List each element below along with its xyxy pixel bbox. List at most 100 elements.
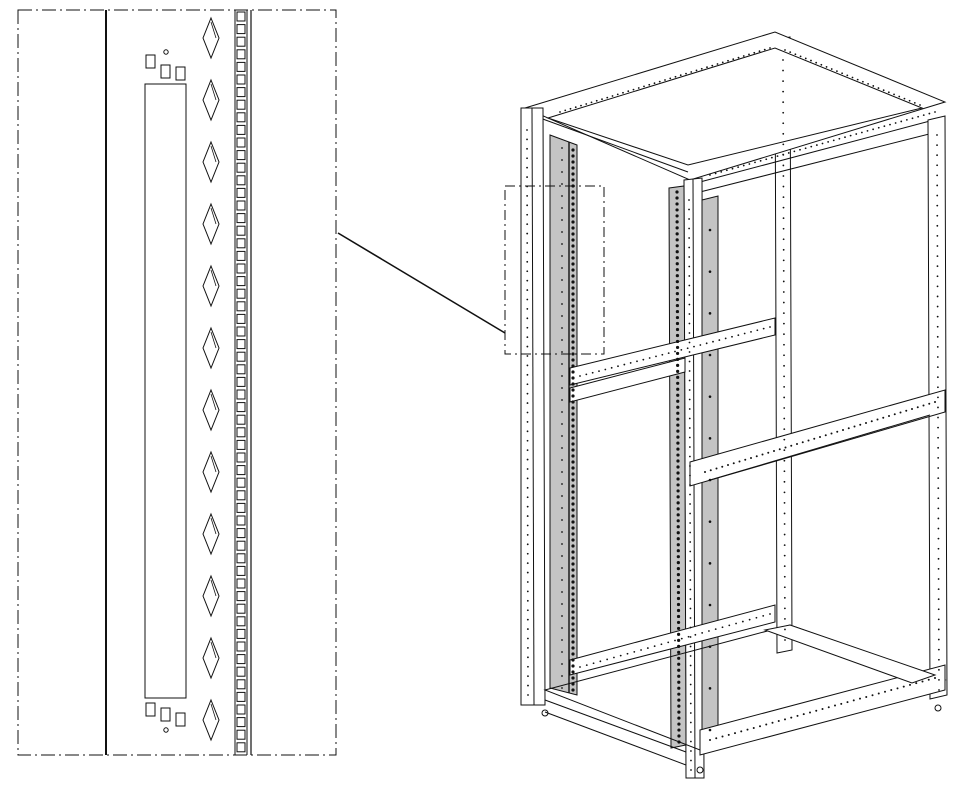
front-left-upright-hole xyxy=(526,129,528,131)
left-rail-hole xyxy=(561,663,563,665)
left-rail-hole xyxy=(561,399,563,401)
middle-rail-hole xyxy=(732,462,735,465)
bottom-front-rail-hole xyxy=(746,728,749,731)
diamond-hole xyxy=(202,326,220,370)
right-rail-hole xyxy=(675,309,680,314)
bottom-front-rail-hole xyxy=(871,694,874,697)
right-rail-hole xyxy=(675,208,679,212)
front-right-upright-hole xyxy=(689,693,692,695)
left-rail-hole xyxy=(561,591,563,593)
middle-side-rail-hole xyxy=(705,342,708,345)
left-rail-hole xyxy=(571,688,575,692)
back-right-upright-hole xyxy=(782,175,785,177)
front-right-upright-hole xyxy=(688,389,691,391)
rail-square-hole xyxy=(236,389,246,400)
left-rail-hole xyxy=(561,507,563,509)
middle-side-rail-upper xyxy=(569,317,776,386)
left-rail-hole xyxy=(561,675,563,677)
top-frame-hole xyxy=(714,172,717,175)
front-right-upright-hole xyxy=(688,284,691,287)
rail-square-hole xyxy=(236,376,246,387)
bottom-front-rail-hole xyxy=(809,711,811,714)
back-right-upright-hole xyxy=(782,291,785,293)
bottom-front-rail-hole xyxy=(915,682,918,685)
left-rail-hole xyxy=(561,147,563,149)
front-right-upright-hole xyxy=(689,579,692,581)
right-rail-hole xyxy=(677,686,681,690)
front-right-upright-hole xyxy=(689,702,692,705)
rear-right-upright-hole xyxy=(936,346,939,348)
bottom-front-rail-hole xyxy=(846,701,849,704)
right-rail-hole xyxy=(675,280,679,284)
back-right-upright-hole xyxy=(782,280,785,283)
right-rail-hole xyxy=(676,531,680,535)
right-rail-hole xyxy=(677,740,681,744)
bottom-side-rail-hole xyxy=(667,641,670,644)
middle-side-rail-hole xyxy=(674,350,676,353)
front-right-upright-hole xyxy=(688,294,691,296)
bottom-front-rail-hole xyxy=(740,730,743,733)
left-rail-hole xyxy=(561,543,563,545)
front-right-upright-hole xyxy=(689,541,692,543)
rail-square-hole xyxy=(236,477,246,488)
rear-right-upright-hole xyxy=(937,547,940,550)
middle-rail-hole xyxy=(750,457,752,459)
top-frame-hole xyxy=(616,93,619,96)
bottom-front-rail-hole xyxy=(777,720,780,723)
middle-side-rail-hole xyxy=(750,331,752,333)
top-frame-hole xyxy=(590,101,593,104)
top-frame-hole xyxy=(727,59,729,62)
rail-square-hole xyxy=(236,641,246,652)
middle-side-rail-hole xyxy=(667,352,670,355)
left-rail-hole xyxy=(561,495,563,497)
bottom-left-depth-rail-2 xyxy=(544,711,687,766)
front-right-upright-hole xyxy=(689,607,692,610)
bottom-front-rail-hole xyxy=(909,683,911,686)
left-rail-hole xyxy=(561,171,563,173)
left-rail-hole xyxy=(571,400,575,404)
left-rail-hole xyxy=(571,340,575,344)
diamond-hole-shade xyxy=(210,331,217,349)
front-right-upright-hole xyxy=(689,636,692,638)
front-left-upright-hole xyxy=(526,524,529,527)
top-frame-hole xyxy=(742,164,745,167)
back-right-upright-hole xyxy=(782,206,785,209)
rear-right-upright-hole xyxy=(936,174,939,177)
top-frame-crossbar-lower xyxy=(699,129,946,193)
back-right-upright-hole xyxy=(783,428,786,430)
middle-side-rail-hole xyxy=(737,334,740,337)
bottom-front-rail-hole xyxy=(752,726,755,729)
rail-square-hole xyxy=(236,704,246,715)
left-rail-hole xyxy=(571,640,575,644)
bottom-side-rail-hole xyxy=(735,622,737,625)
back-right-upright-hole xyxy=(782,185,785,188)
front-left-upright-hole xyxy=(526,242,529,244)
front-right-upright-hole xyxy=(688,436,691,439)
rail-square-hole xyxy=(236,175,246,186)
right-rail-hole xyxy=(676,620,681,625)
rail-square-hole xyxy=(236,24,246,35)
bottom-side-rail-hole xyxy=(674,639,676,642)
front-left-upright-hole xyxy=(526,439,529,442)
middle-side-rail-hole xyxy=(686,347,689,350)
back-right-upright-hole xyxy=(782,217,785,220)
bottom-side-rail-hole xyxy=(741,620,744,623)
bottom-side-rail-hole xyxy=(660,643,663,646)
back-right-upright-hole xyxy=(782,301,785,304)
front-left-upright-hole xyxy=(526,345,529,348)
diamond-hole xyxy=(202,388,220,432)
bottom-front-rail-hole xyxy=(784,718,786,721)
left-rail-hole xyxy=(571,556,575,560)
back-right-upright-hole xyxy=(783,449,786,452)
right-rail-hole xyxy=(677,680,681,684)
back-right-upright-hole xyxy=(783,512,786,515)
rear-right-upright-hole xyxy=(938,668,940,671)
front-right-upright-hole xyxy=(689,645,692,648)
rear-right-upright-hole xyxy=(937,527,940,530)
left-rail-hole xyxy=(571,598,575,602)
middle-rail-hole xyxy=(842,429,844,431)
right-rail-hole xyxy=(676,387,680,391)
back-right-upright-hole xyxy=(783,459,786,462)
rail-square-hole xyxy=(236,49,246,60)
left-rail-hole xyxy=(571,226,575,230)
